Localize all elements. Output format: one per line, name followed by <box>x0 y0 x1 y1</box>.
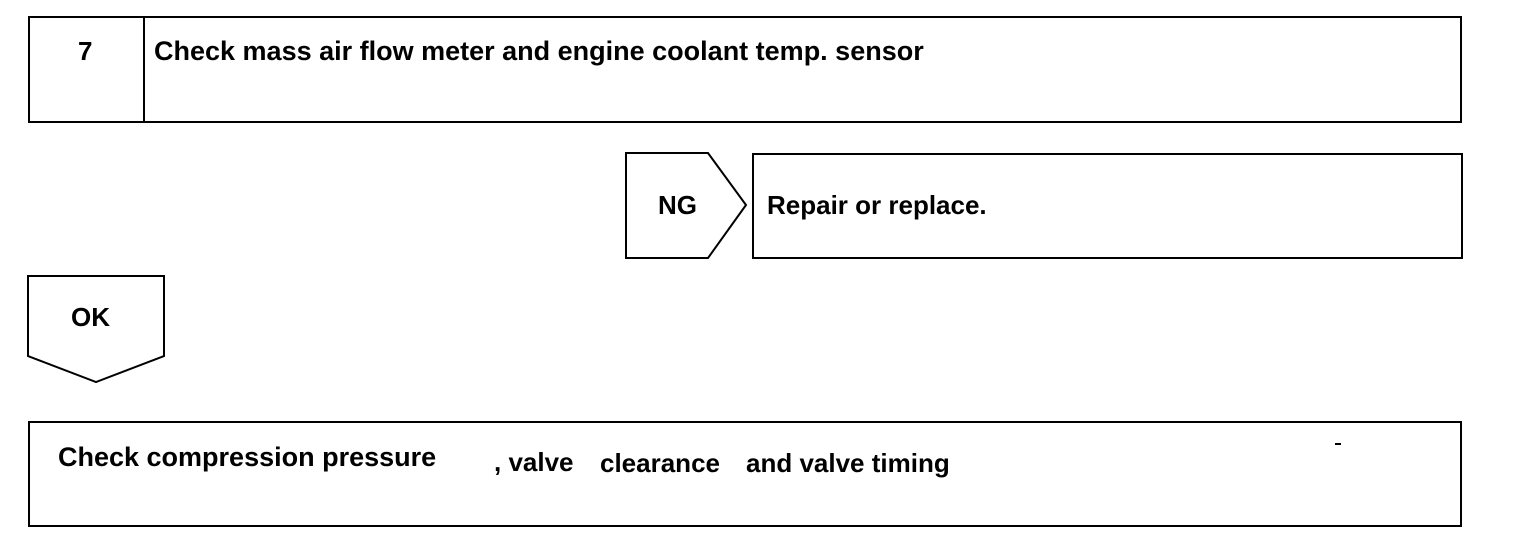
step-title: Check mass air flow meter and engine coo… <box>154 36 924 66</box>
ng-action-text: Repair or replace. <box>767 190 987 220</box>
next-step-text-1: Check compression pressure <box>58 442 437 472</box>
next-step-text-4: and valve timing <box>746 448 950 478</box>
next-step-text-3: clearance <box>600 448 720 478</box>
ng-action-box <box>752 153 1463 259</box>
ng-label: NG <box>658 190 697 220</box>
stray-mark <box>1335 443 1341 445</box>
next-step-box <box>28 421 1462 527</box>
next-step-text-2: , valve <box>494 447 574 477</box>
step-header-box <box>28 16 1462 123</box>
ng-arrow-shape <box>625 152 748 259</box>
ok-arrow-shape <box>27 275 165 384</box>
step-number-cell <box>30 18 145 121</box>
step-number: 7 <box>78 36 93 66</box>
ok-label: OK <box>71 302 110 332</box>
